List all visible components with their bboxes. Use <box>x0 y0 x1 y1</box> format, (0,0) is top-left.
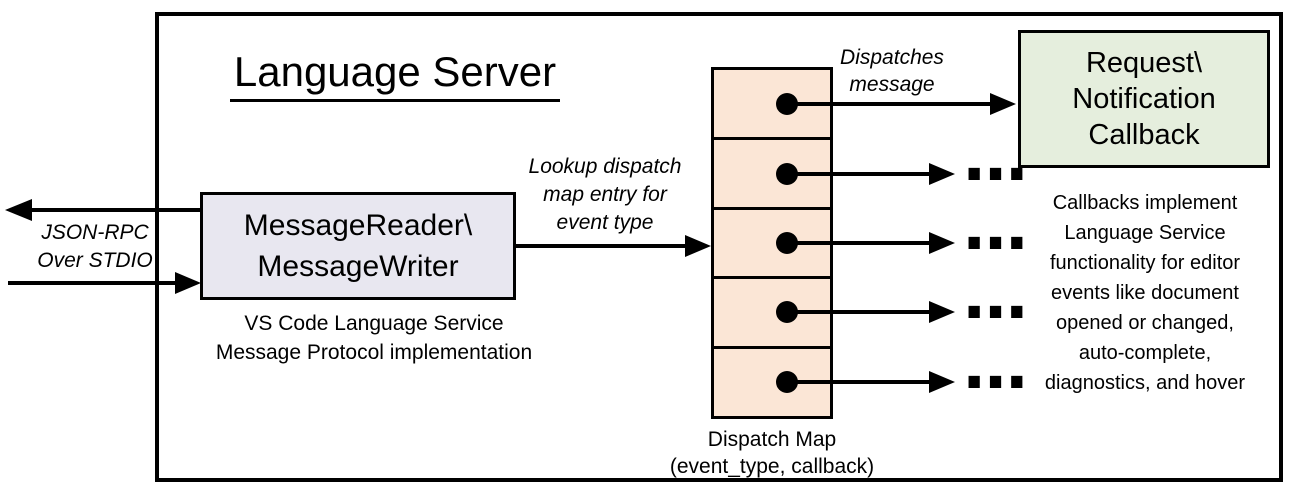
dispatch-map-cell <box>714 140 830 210</box>
dispatch-map-cell <box>714 349 830 416</box>
callbacks-note: Callbacks implement Language Service fun… <box>1044 192 1246 394</box>
diagram-title-wrap: Language Server <box>205 48 585 102</box>
diagram-title: Language Server <box>229 48 561 102</box>
request-notification-callback-box: Request\ Notification Callback <box>1018 30 1270 168</box>
reader-box-caption: VS Code Language Service Message Protoco… <box>215 312 533 364</box>
json-rpc-stdio-label: JSON-RPC Over STDIO <box>37 221 153 272</box>
dispatch-map-cell <box>714 70 830 140</box>
dispatch-map-cell <box>714 279 830 350</box>
dispatch-map <box>711 67 833 419</box>
lookup-dispatch-label: Lookup dispatch map entry for event type <box>528 155 682 234</box>
message-reader-writer-box: MessageReader\ MessageWriter <box>200 192 516 300</box>
dispatch-map-caption: Dispatch Map (event_type, callback) <box>669 428 875 478</box>
dispatch-map-cell <box>714 210 830 280</box>
dispatches-message-label: Dispatches message <box>840 46 944 96</box>
